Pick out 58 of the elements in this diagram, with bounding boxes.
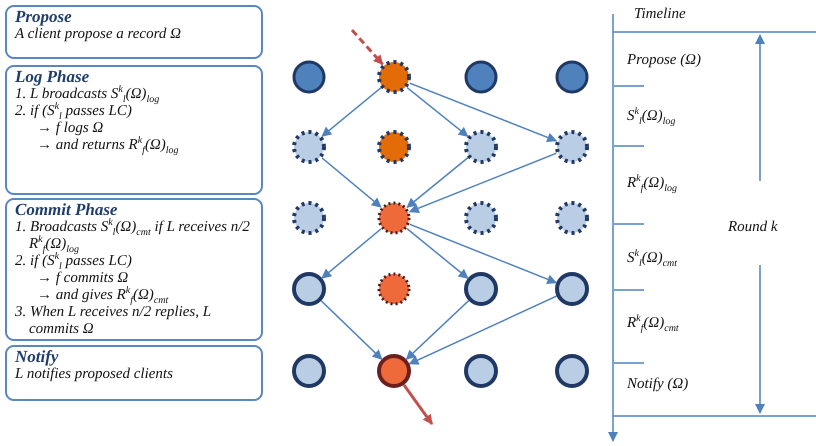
step-text: L notifies proposed clients — [15, 366, 174, 383]
phase-box — [5, 65, 263, 195]
arrow — [402, 384, 434, 425]
step-text: 1. L broadcasts S$^{k}$$_{l}$(Ω)$_{log}$ — [15, 86, 160, 103]
arrow — [406, 157, 468, 208]
node-circle — [377, 354, 411, 388]
arrow — [321, 228, 382, 279]
message-label: S$^{k}$$_{l}$(Ω)$_{log}$ — [627, 108, 676, 125]
node-circle — [555, 272, 589, 306]
node-circle — [555, 354, 589, 388]
node-circle — [555, 201, 589, 235]
arrow — [320, 300, 382, 360]
node-circle — [377, 60, 411, 94]
arrow — [408, 152, 556, 213]
node-circle — [378, 202, 410, 234]
step-text: 2. if (S$^{k}$$_{l}$ passes LC) — [15, 253, 133, 270]
phase-heading: Commit Phase — [15, 201, 118, 219]
arrow — [322, 157, 382, 208]
step-text: A client propose a record Ω — [15, 26, 182, 43]
arrow — [410, 82, 558, 142]
arrow — [406, 300, 470, 360]
node-circle — [464, 272, 498, 306]
node-circle — [464, 354, 498, 388]
step-text: → f commits Ω — [36, 270, 130, 286]
step-text: → and gives R$^{k}$$_{f}$(Ω)$_{cmt}$ — [37, 287, 168, 304]
phase-label: Propose (Ω) — [627, 52, 702, 69]
node-circle — [464, 130, 498, 164]
phase-heading: Log Phase — [15, 68, 90, 86]
node-circle — [555, 130, 589, 164]
node-circle — [378, 272, 410, 306]
node-circle — [556, 60, 588, 94]
phase-label: Notify (Ω) — [627, 376, 688, 393]
message-label: S$^{k}$$_{l}$(Ω)$_{cmt}$ — [627, 250, 678, 267]
arrow — [350, 29, 384, 66]
step-text: 2. if (S$^{k}$$_{l}$ passes LC) — [15, 103, 132, 120]
node-circle — [292, 272, 326, 306]
node-circle — [292, 60, 326, 94]
arrow — [408, 295, 557, 365]
phase-box — [5, 198, 263, 341]
phase-heading: Notify — [15, 348, 60, 366]
axis-title: Timeline — [634, 6, 686, 23]
phase-heading: Propose — [15, 8, 73, 26]
step-text: → f logs Ω — [36, 120, 104, 137]
node-circle — [292, 354, 326, 388]
node-circle — [464, 60, 498, 94]
node-circle — [377, 130, 411, 164]
arrow — [406, 228, 469, 279]
arrow — [406, 87, 469, 137]
step-text: → and returns R$^{k}$$_{f}$(Ω)$_{log}$ — [36, 137, 180, 154]
arrow — [321, 87, 382, 137]
node-circle — [292, 201, 326, 235]
node-circle — [292, 130, 326, 164]
round-label: Round k — [728, 219, 778, 236]
arrow — [410, 224, 558, 284]
phase-box — [5, 5, 263, 59]
step-text: 3. When L receives n/2 replies, L commits Ω — [15, 304, 212, 338]
node-circle — [464, 201, 498, 235]
phase-box — [5, 345, 263, 401]
